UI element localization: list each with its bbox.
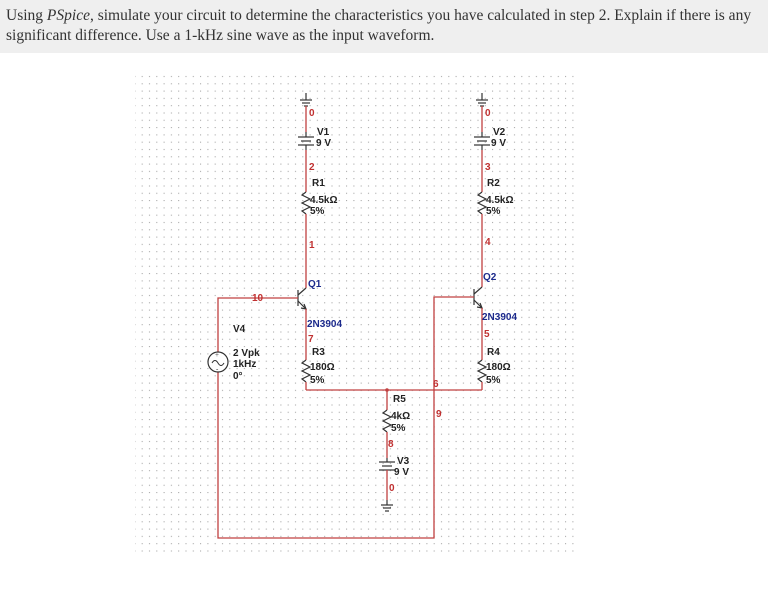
- resistor-r2-icon: [476, 191, 488, 215]
- node-label: 4: [485, 237, 491, 248]
- node-label: 0: [389, 483, 395, 494]
- v2-value: 9 V: [491, 138, 506, 149]
- node-label: 9: [436, 409, 442, 420]
- battery-v1-icon: [298, 132, 314, 150]
- q1-name: Q1: [308, 279, 322, 290]
- r1-tolerance: 5%: [310, 206, 325, 217]
- v1-name: V1: [317, 127, 330, 138]
- node-label: 8: [388, 439, 394, 450]
- r4-value: 180Ω: [486, 362, 511, 373]
- question-text: Using PSpice, simulate your circuit to d…: [6, 6, 766, 46]
- r1-value: 4.5kΩ: [310, 195, 337, 206]
- resistor-r5-icon: [381, 409, 393, 433]
- r1-name: R1: [312, 178, 325, 189]
- q2-name: Q2: [483, 272, 497, 283]
- svg-text:-: -: [216, 365, 219, 373]
- node-label: 1: [309, 240, 315, 251]
- resistor-r4-icon: [476, 359, 488, 383]
- v3-name: V3: [397, 456, 410, 467]
- question-banner: [0, 0, 768, 53]
- r3-tolerance: 5%: [310, 375, 325, 386]
- battery-v2-icon: [474, 132, 490, 150]
- r5-value: 4kΩ: [391, 411, 410, 422]
- r5-tolerance: 5%: [391, 423, 406, 434]
- r2-value: 4.5kΩ: [486, 195, 513, 206]
- v1-value: 9 V: [316, 138, 331, 149]
- v3-value: 9 V: [394, 467, 409, 478]
- r4-name: R4: [487, 347, 500, 358]
- resistor-r1-icon: [300, 191, 312, 215]
- ground-icon: [381, 500, 393, 512]
- r4-tolerance: 5%: [486, 375, 501, 386]
- node-label: 10: [252, 293, 264, 304]
- node-label: 6: [433, 379, 439, 390]
- v4-amplitude: 2 Vpk: [233, 348, 260, 359]
- sine-source-v4-icon: + -: [207, 351, 229, 373]
- node-label: 7: [308, 334, 314, 345]
- v2-name: V2: [493, 127, 506, 138]
- question-text-part: Using: [6, 7, 47, 24]
- node-label: 3: [485, 162, 491, 173]
- r3-value: 180Ω: [310, 362, 335, 373]
- q1-model: 2N3904: [307, 319, 342, 330]
- question-text-part: , simulate your circuit to determine the…: [89, 7, 752, 24]
- pspice-emphasis: PSpice: [46, 7, 90, 24]
- node-label: 5: [484, 329, 490, 340]
- question-text-line2: significant difference. Use a 1-kHz sine…: [6, 27, 435, 44]
- grid-background: [135, 70, 578, 555]
- v4-phase: 0°: [233, 371, 243, 382]
- node-label: 2: [309, 162, 315, 173]
- v4-frequency: 1kHz: [233, 359, 256, 370]
- r5-name: R5: [393, 394, 406, 405]
- q2-model: 2N3904: [482, 312, 517, 323]
- r2-name: R2: [487, 178, 500, 189]
- node-label: 0: [485, 108, 491, 119]
- svg-text:+: +: [215, 351, 219, 359]
- r3-name: R3: [312, 347, 325, 358]
- node-label: 0: [309, 108, 315, 119]
- r2-tolerance: 5%: [486, 206, 501, 217]
- resistor-r3-icon: [300, 359, 312, 383]
- v4-name: V4: [233, 324, 246, 335]
